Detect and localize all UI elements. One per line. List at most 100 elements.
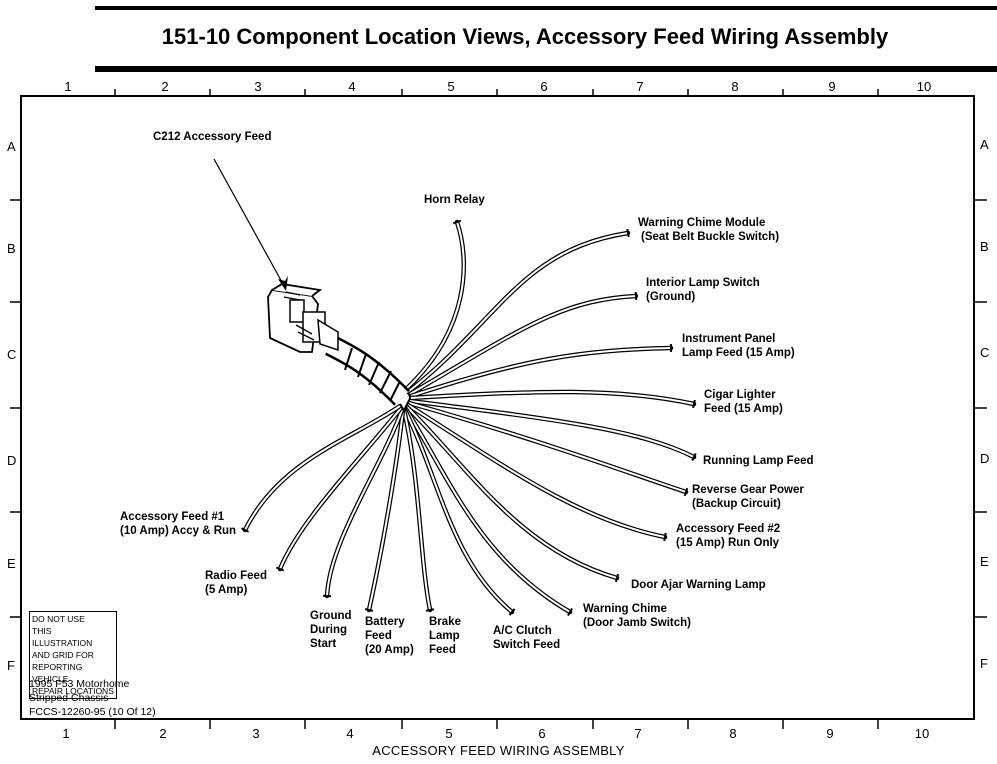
wire-end-terminal [663,532,667,542]
grid-col-top-6: 6 [540,79,548,94]
label-line: Instrument Panel [682,333,776,345]
label-horn-relay: Horn Relay [424,193,485,207]
wire-fill [407,404,666,538]
vehicle-info-line: Stripped Chassis [29,692,109,704]
wire-fill [409,400,695,458]
label-line: A/C Clutch [493,625,552,637]
label-line: Radio Feed [205,570,267,582]
label-line: (5 Amp) [205,584,248,596]
tape-wrap-band [389,380,401,402]
tape-wrap-band [344,347,353,371]
label-line: Warning Chime [583,603,667,615]
vehicle-info-line: 1995 F53 Motorhome [29,678,130,690]
label-running-lamp-feed: Running Lamp Feed [703,454,814,468]
label-line: Lamp Feed (15 Amp) [682,347,795,359]
label-line: Start [310,638,337,650]
disclaimer-line: AND GRID FOR [32,650,94,660]
label-line: Warning Chime Module [638,217,766,229]
label-line: Brake [429,616,461,628]
grid-col-top-9: 9 [828,79,836,94]
wire-fill [404,409,513,613]
top-rule [95,6,997,10]
grid-col-top-4: 4 [348,79,356,94]
label-line: (Door Jamb Switch) [583,617,691,629]
grid-row-left-D: D [7,453,17,468]
grid-row-left-B: B [7,241,16,256]
wire-end-terminal [275,566,285,572]
label-line: Lamp [429,630,460,642]
grid-col-top-1: 1 [64,79,72,94]
wire-outline [403,406,573,615]
grid-row-left-A: A [7,139,16,154]
wire-fill [410,347,672,397]
arrow-head [278,276,288,291]
grid-row-right-D: D [980,451,990,466]
grid-col-top-3: 3 [254,79,262,94]
label-line: Horn Relay [424,194,485,206]
label-line: Switch Feed [493,639,561,651]
wire-end-terminal [614,573,620,583]
wire-end-terminal [692,399,696,409]
wire-fill [404,221,465,391]
label-warning-chime-door-jamb: Warning Chime (Door Jamb Switch) [583,602,691,630]
label-accessory-feed-2: Accessory Feed #2(15 Amp) Run Only [676,522,780,550]
grid-col-bottom-7: 7 [634,726,642,741]
label-line: Door Ajar Warning Lamp [631,579,766,591]
label-line: Battery [365,616,405,628]
label-warning-chime-module: Warning Chime Module(Seat Belt Buckle Sw… [638,216,779,244]
disclaimer-line: REPAIR LOCATIONS [32,686,114,696]
grid-col-top-2: 2 [161,79,169,94]
wire-fill [406,406,618,579]
wire-end-terminal [508,608,516,616]
wire-end-terminal [683,487,689,497]
grid-row-right-F: F [980,656,988,671]
wire-fill [326,409,403,597]
label-line: Running Lamp Feed [703,455,814,467]
label-interior-lamp-switch: Interior Lamp Switch(Ground) [646,276,760,304]
grid-col-bottom-10: 10 [914,726,930,741]
vehicle-info-line: FCCS-12260-95 (10 Of 12) [29,706,156,718]
wire-end-terminal [452,219,462,225]
wire-fill [407,232,629,393]
label-line: During [310,624,348,636]
grid-col-bottom-3: 3 [252,726,260,741]
grid-col-bottom-5: 5 [445,726,453,741]
connector-detail [283,296,301,301]
grid-col-bottom-2: 2 [159,726,167,741]
wire-outline [402,407,515,615]
grid-col-bottom-6: 6 [538,726,546,741]
label-radio-feed: Radio Feed (5 Amp) [205,569,267,597]
wire-fill [410,390,695,405]
connector-detail [295,324,313,335]
wire-fill [405,408,571,613]
wire-fill [408,402,687,493]
leader-line [213,158,284,285]
disclaimer-line: THIS ILLUSTRATION [32,626,93,648]
grid-row-right-B: B [980,239,989,254]
tape-wrap-band [368,361,380,386]
grid-col-bottom-9: 9 [826,726,834,741]
page-title: 151-10 Component Location Views, Accesso… [161,24,889,49]
connector-label: C212 Accessory Feed [153,131,272,143]
grid-col-top-10: 10 [916,79,932,94]
wire-fill [403,409,431,611]
wire-end-terminal [240,527,250,533]
label-line: Cigar Lighter [704,389,776,401]
grid-row-left-C: C [7,347,17,362]
label-reverse-gear-power: Reverse Gear Power(Backup Circuit) [692,483,804,511]
tape-wrap-band [379,370,392,394]
wire-fill [244,405,401,531]
wire-end-terminal [425,608,435,612]
label-line: Accessory Feed #1 [120,511,225,523]
wire-outline [408,389,697,407]
label-line: Feed (15 Amp) [704,403,783,415]
label-accessory-feed-1: Accessory Feed #1(10 Amp) Accy & Run [120,510,236,538]
label-door-ajar-warning-lamp: Door Ajar Warning Lamp [631,578,766,592]
grid-row-left-E: E [7,556,16,571]
wire-end-terminal [567,608,573,616]
